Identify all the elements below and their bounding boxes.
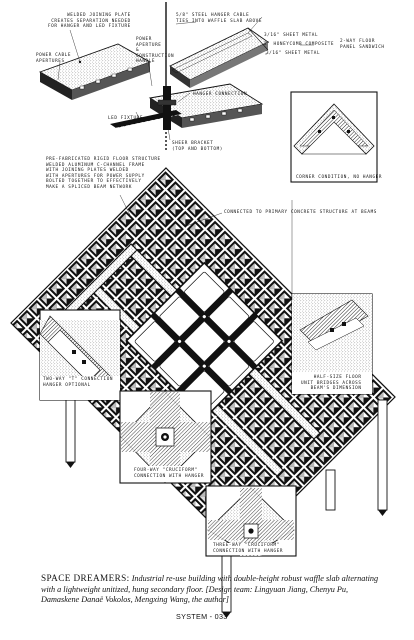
inset-four-way-cruciform <box>119 390 212 484</box>
label-hanger-connection: HANGER CONNECTION <box>193 92 248 97</box>
inset-three-way-cruciform <box>205 485 297 557</box>
label-shear-bracket: SHEER BRACKET(TOP AND BOTTOM) <box>172 141 223 152</box>
exploded-panel-detail <box>38 2 314 150</box>
label-connected-beams: CONNECTED TO PRIMARY CONCRETE STRUCTURE … <box>224 210 377 215</box>
label-sheet-metal-bottom: 3/16" SHEET METAL <box>266 51 321 56</box>
caption-title: SPACE DREAMERS: <box>41 573 130 583</box>
page-folio: SYSTEM - 033 <box>176 612 228 621</box>
inset-half-size <box>291 293 373 395</box>
label-sheet-metal-top: 3/16" SHEET METAL <box>264 33 319 38</box>
label-three-way: THREE-WAY "CRUCIFORM"CONNECTION WITH HAN… <box>213 543 284 554</box>
label-four-way: FOUR-WAY "CRUCIFORM"CONNECTION WITH HANG… <box>134 468 205 479</box>
figure-caption: SPACE DREAMERS: Industrial re-use buildi… <box>41 573 381 606</box>
label-led-fixture: LED FIXTURE <box>108 116 144 121</box>
secondary-floor-panels <box>125 261 284 420</box>
caption-text: Industrial re-use building with double-h… <box>41 574 379 605</box>
inset-corner-condition <box>290 91 378 183</box>
inset-two-way-t <box>39 309 121 401</box>
label-corner-condition: CORNER CONDITION, NO HANGER <box>296 175 383 180</box>
label-honeycomb: 2" HONEYCOMB COMPOSITE <box>264 42 335 47</box>
